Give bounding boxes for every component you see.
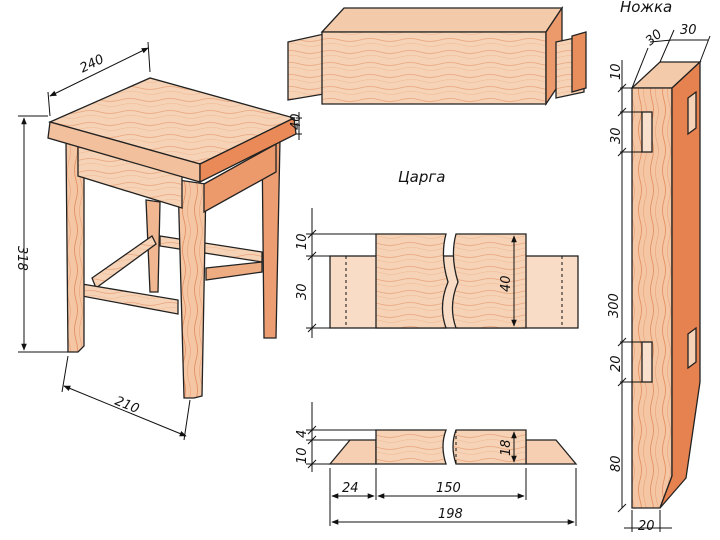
dim-rail-off-b: 4 — [295, 430, 310, 438]
dim-rail-total: 198 — [438, 507, 463, 522]
stool-dimensions: 240 318 40 210 — [14, 41, 304, 441]
dim-apron-height: 40 — [499, 275, 514, 292]
dim-apron-tenon: 30 — [295, 283, 310, 300]
dim-rail-tenon: 24 — [342, 481, 359, 496]
block-top — [320, 7, 564, 33]
stretcher-front — [81, 283, 179, 315]
stool-illustration — [47, 77, 297, 399]
block-front — [321, 31, 547, 105]
dim-leg-offset-top: 10 — [609, 63, 624, 80]
dim-rail-off-a: 10 — [295, 447, 310, 464]
leg-drawing: 10 30 300 20 80 30 30 20 — [607, 23, 711, 534]
tenon-left — [287, 33, 325, 101]
dim-leg-top-1: 30 — [643, 27, 665, 49]
apron-body-left — [375, 233, 449, 329]
apron-body-right — [451, 233, 527, 329]
apron-right — [203, 142, 277, 214]
dim-leg-mortise-2: 20 — [609, 355, 624, 372]
dim-base: 210 — [113, 394, 142, 417]
leg-title: Ножка — [620, 0, 672, 16]
mortise-upper-side — [687, 90, 697, 136]
dim-leg-top-2: 30 — [680, 23, 697, 38]
dim-leg-bottom: 80 — [609, 455, 624, 472]
dim-apron-top-off: 10 — [295, 233, 310, 250]
stretcher-left — [91, 235, 157, 290]
dim-height: 318 — [14, 246, 29, 271]
rail-tenon-right — [525, 439, 578, 465]
dim-leg-mortise-1: 30 — [609, 127, 624, 144]
mortise-lower-side — [687, 326, 697, 370]
rail-body-left — [375, 429, 447, 465]
dim-seat-thickness: 40 — [289, 113, 304, 130]
rail-body-right — [452, 429, 527, 465]
apron-block-3d — [287, 5, 587, 107]
mortise-lower-front — [641, 341, 653, 383]
dim-rail-height: 18 — [499, 439, 514, 456]
front-right-leg — [177, 179, 207, 399]
dim-rail-mid: 150 — [436, 481, 461, 496]
rail-tenon-left — [328, 439, 377, 465]
apron-drawing: 10 30 40 — [295, 208, 579, 338]
stretcher-back — [159, 235, 263, 263]
stretcher-right — [205, 261, 263, 281]
dim-seat-width: 240 — [78, 52, 107, 76]
dim-leg-length: 300 — [607, 293, 622, 318]
rail-drawing: 4 10 18 24 150 198 — [295, 402, 578, 526]
dim-leg-width: 20 — [638, 519, 655, 534]
apron-title: Царга — [398, 168, 445, 186]
mortise-upper-front — [641, 111, 653, 153]
